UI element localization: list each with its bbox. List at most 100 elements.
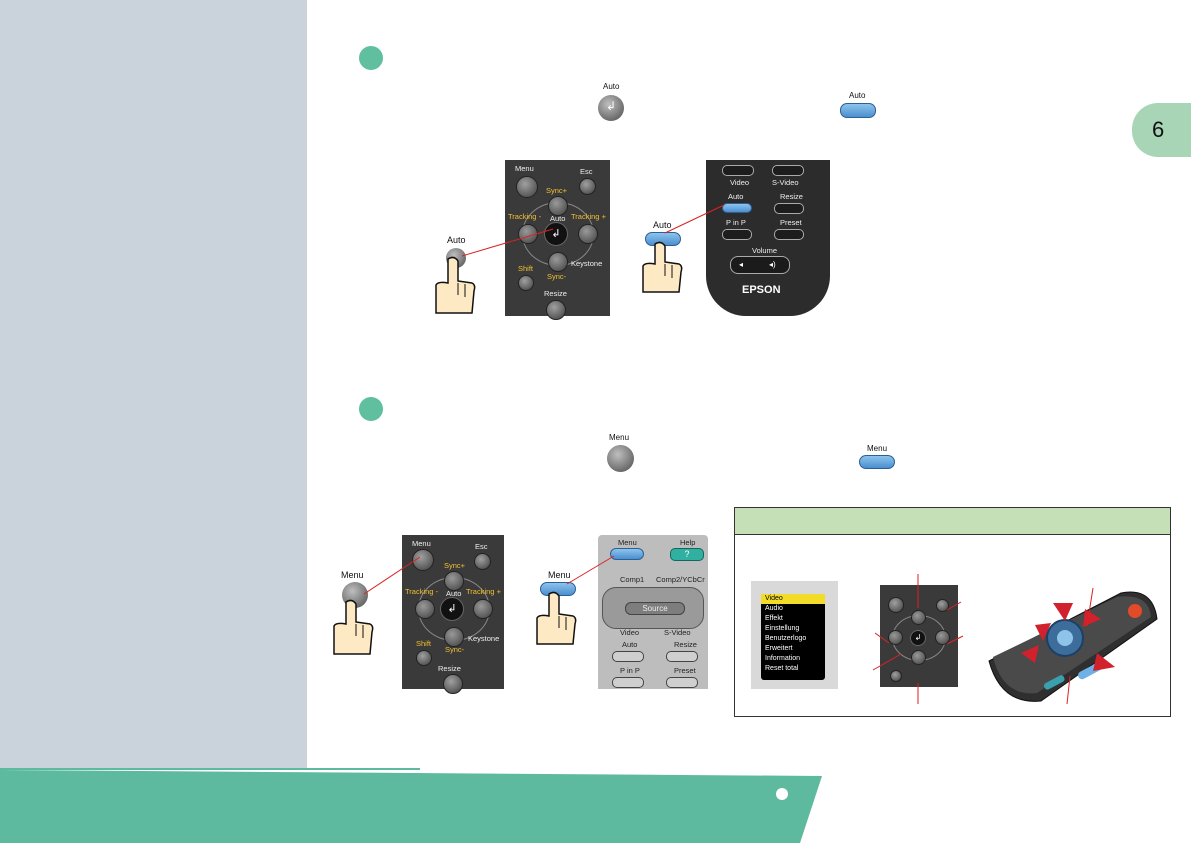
remote1-pinp-button[interactable] <box>722 229 752 240</box>
menu-item[interactable]: Reset total <box>765 665 799 672</box>
panel-up-triangle-icon[interactable] <box>548 196 568 216</box>
mini-right-triangle-icon[interactable] <box>935 630 950 645</box>
footer-bullet <box>776 788 788 800</box>
panel2-menu-button[interactable] <box>412 549 434 571</box>
remote2-menu-label: Menu <box>618 538 637 547</box>
help-question-icon: ? <box>684 549 690 559</box>
remote1-svideo-label: S-Video <box>772 178 799 187</box>
mini-esc-button[interactable] <box>936 599 949 612</box>
step2-inline-key-label: Menu <box>609 433 630 442</box>
menu-key-icon <box>607 445 634 472</box>
panel-enter-icon[interactable]: ↲ <box>544 222 568 246</box>
panel-tracking-minus-label: Tracking - <box>508 212 542 221</box>
mini-left-triangle-icon[interactable] <box>888 630 903 645</box>
menu-item[interactable]: Audio <box>765 605 783 612</box>
volume-up-icon: ◂) <box>769 260 776 269</box>
panel2-resize-label: Resize <box>438 664 461 673</box>
panel-menu-label: Menu <box>515 164 534 173</box>
panel2-keystone-label: Keystone <box>468 634 500 643</box>
panel2-esc-label: Esc <box>475 542 488 551</box>
panel2-up-triangle-icon[interactable] <box>444 571 464 591</box>
panel2-resize-button[interactable] <box>443 674 463 694</box>
remote2-resize-button[interactable] <box>666 651 698 662</box>
remote1-pinp-label: P in P <box>726 218 746 227</box>
panel2-shift-button[interactable] <box>416 650 432 666</box>
panel-menu-button[interactable] <box>516 176 538 198</box>
remote-control-top: Menu Help ? Comp1 Comp2/YCbCr Source Vid… <box>598 535 708 689</box>
panel2-sync-plus-label: Sync+ <box>444 561 466 570</box>
remote1-video-button[interactable] <box>722 165 754 176</box>
pointing-hand-icon <box>333 599 374 655</box>
remote1-auto-label: Auto <box>728 192 744 201</box>
menu-remote-key-icon <box>859 455 895 469</box>
panel2-menu-label: Menu <box>412 539 431 548</box>
panel-sync-plus-label: Sync+ <box>546 186 568 195</box>
remote2-menu-button[interactable] <box>610 548 644 560</box>
menu-item[interactable]: Information <box>765 655 801 662</box>
pointing-hand-icon <box>536 591 577 645</box>
remote2-preset-button[interactable] <box>666 677 698 688</box>
panel-down-triangle-icon[interactable] <box>548 252 568 272</box>
panel2-esc-button[interactable] <box>474 553 491 570</box>
menu-navigation-box: Video Audio Effekt Einstellung Benutzerl… <box>734 507 1171 717</box>
remote2-comp1-label: Comp1 <box>620 575 645 584</box>
mini-shift-button[interactable] <box>890 670 902 682</box>
menu-item[interactable]: Einstellung <box>765 625 800 632</box>
remote1-video-label: Video <box>730 178 750 187</box>
step1-inline-remote-key-label: Auto <box>849 91 866 100</box>
remote1-svideo-button[interactable] <box>772 165 804 176</box>
remote2-help-label: Help <box>680 538 696 547</box>
mini-menu-button[interactable] <box>888 597 904 613</box>
onscreen-menu-preview: Video Audio Effekt Einstellung Benutzerl… <box>751 581 838 689</box>
menu-item[interactable]: Erweitert <box>765 645 793 652</box>
remote2-source-bar[interactable]: Source <box>625 602 685 615</box>
remote2-pinp-button[interactable] <box>612 677 644 688</box>
auto-remote-key-icon <box>840 103 876 118</box>
panel2-enter-icon[interactable]: ↲ <box>440 597 464 621</box>
remote2-auto-button[interactable] <box>612 651 644 662</box>
mini-enter-icon[interactable]: ↲ <box>910 630 926 646</box>
projector-control-panel-2: Menu Esc Sync+ Tracking - Tracking + Aut… <box>402 535 504 694</box>
volume-down-icon: ◂ <box>739 260 744 269</box>
mini-up-triangle-icon[interactable] <box>911 610 926 625</box>
remote1-resize-label: Resize <box>780 192 803 201</box>
remote1-resize-button[interactable] <box>774 203 804 214</box>
remote1-auto-button[interactable] <box>722 203 752 213</box>
panel-esc-label: Esc <box>580 167 593 176</box>
pointing-hand-icon <box>435 256 476 314</box>
step2-inline-remote-key-label: Menu <box>867 444 888 453</box>
remote1-volume-rocker[interactable]: ◂ ◂) <box>730 256 790 274</box>
remote2-source-cluster[interactable]: Source <box>602 587 704 629</box>
panel2-sync-minus-label: Sync- <box>445 645 465 654</box>
mini-down-triangle-icon[interactable] <box>911 650 926 665</box>
projector-control-panel: Menu Esc Sync+ Tracking - Tracking + Aut… <box>505 160 610 320</box>
panel-shift-button[interactable] <box>518 275 534 291</box>
remote2-video-label: Video <box>620 628 640 637</box>
panel2-down-triangle-icon[interactable] <box>444 627 464 647</box>
remote2-help-button[interactable]: ? <box>670 548 704 561</box>
left-sidebar <box>0 0 307 770</box>
remote-angled-photo <box>988 591 1158 702</box>
step2-remote-hand-label: Menu <box>548 570 571 580</box>
panel-resize-button[interactable] <box>546 300 566 320</box>
onscreen-menu-list: Video Audio Effekt Einstellung Benutzerl… <box>761 594 825 680</box>
remote1-brand: EPSON <box>742 284 781 296</box>
panel-tracking-plus-label: Tracking + <box>571 212 606 221</box>
menu-item[interactable]: Video <box>761 594 825 604</box>
menu-item[interactable]: Benutzerlogo <box>765 635 807 642</box>
panel2-left-triangle-icon[interactable] <box>415 599 435 619</box>
panel-right-triangle-icon[interactable] <box>578 224 598 244</box>
auto-enter-key-icon: ↲ <box>598 95 624 121</box>
remote2-comp2-label: Comp2/YCbCr <box>656 575 705 584</box>
panel-esc-button[interactable] <box>579 178 596 195</box>
step-2-marker <box>359 397 383 421</box>
chapter-tab[interactable]: 6 <box>1132 103 1191 157</box>
remote1-preset-button[interactable] <box>774 229 804 240</box>
step2-hand-label: Menu <box>341 570 364 580</box>
menu-navigation-box-header <box>735 508 1170 535</box>
menu-item[interactable]: Effekt <box>765 615 783 622</box>
panel-left-triangle-icon[interactable] <box>518 224 538 244</box>
panel2-right-triangle-icon[interactable] <box>473 599 493 619</box>
remote-control-bottom: Video S-Video Auto Resize P in P Preset … <box>706 160 830 316</box>
step-1-marker <box>359 46 383 70</box>
